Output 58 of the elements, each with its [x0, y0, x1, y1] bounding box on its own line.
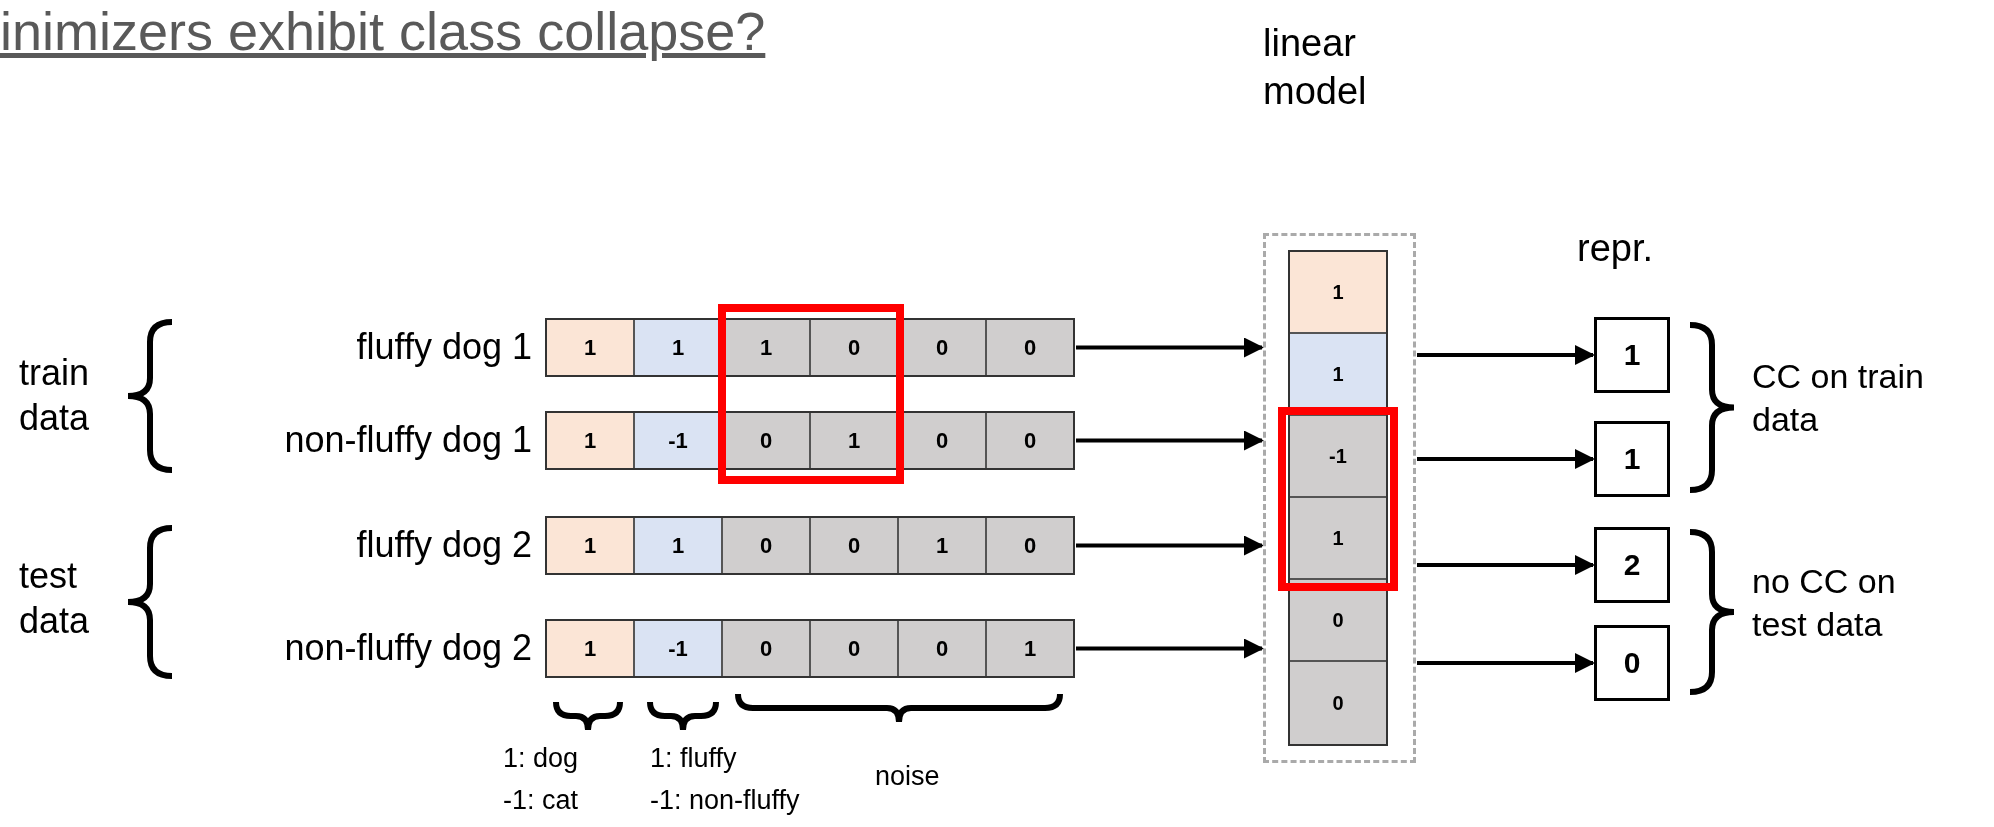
vector-cell: 1: [723, 320, 811, 375]
feature-vector: [545, 411, 1075, 470]
text-label: test data: [19, 554, 91, 643]
vector-cell: 0: [723, 413, 811, 468]
repr-box: 0: [1594, 625, 1670, 701]
vector-cell: 1: [547, 413, 635, 468]
vector-cell: 1: [1290, 334, 1386, 416]
vector-cell: 0: [987, 320, 1073, 375]
vector-cell: -1: [1290, 416, 1386, 498]
arrow: [1417, 345, 1595, 365]
arrow: [1417, 653, 1595, 673]
text-label: repr.: [1577, 226, 1654, 271]
arrow: [1076, 430, 1264, 451]
vector-cell: 1: [1290, 252, 1386, 334]
vector-cell: 1: [1290, 498, 1386, 580]
vector-cell: 0: [987, 518, 1073, 573]
text-label: CC on train data: [1752, 356, 1925, 440]
vector-cell: 1: [635, 518, 723, 573]
text-label: 1: dog: [503, 742, 579, 775]
arrow: [1417, 555, 1595, 575]
row-label: fluffy dog 1: [356, 325, 532, 369]
text-label: 1: fluffy: [650, 742, 737, 775]
vector-cell: 0: [811, 518, 899, 573]
vector-cell: -1: [635, 621, 723, 676]
repr-box: 1: [1594, 317, 1670, 393]
feature-vector: [545, 516, 1075, 575]
arrow: [1417, 449, 1595, 469]
vector-cell: 1: [987, 621, 1073, 676]
vector-cell: 0: [811, 320, 899, 375]
arrow: [1076, 337, 1264, 358]
vector-cell: 1: [547, 320, 635, 375]
text-label: noise: [875, 760, 940, 793]
row-label: non-fluffy dog 1: [284, 418, 532, 462]
feature-vector: [545, 318, 1075, 377]
vector-cell: 0: [1290, 580, 1386, 662]
feature-vector: [545, 619, 1075, 678]
vector-cell: 1: [547, 518, 635, 573]
text-label: no CC on test data: [1752, 561, 1897, 645]
vector-cell: 0: [811, 621, 899, 676]
heading: linear model: [1263, 21, 1368, 114]
vector-cell: 0: [723, 518, 811, 573]
vector-cell: 1: [547, 621, 635, 676]
row-label: non-fluffy dog 2: [284, 626, 532, 670]
vector-cell: 0: [723, 621, 811, 676]
text-label: -1: non-fluffy: [650, 784, 800, 817]
vector-cell: 0: [987, 413, 1073, 468]
row-label: fluffy dog 2: [356, 523, 532, 567]
text-label: -1: cat: [503, 784, 579, 817]
title: inimizers exhibit class collapse?: [0, 0, 766, 62]
vector-cell: 0: [1290, 662, 1386, 744]
vector-cell: 1: [899, 518, 987, 573]
text-label: train data: [19, 351, 91, 440]
vector-cell: 1: [811, 413, 899, 468]
vector-cell: 0: [899, 621, 987, 676]
repr-box: 1: [1594, 421, 1670, 497]
arrow: [1076, 535, 1264, 556]
arrow: [1076, 638, 1264, 659]
repr-box: 2: [1594, 527, 1670, 603]
